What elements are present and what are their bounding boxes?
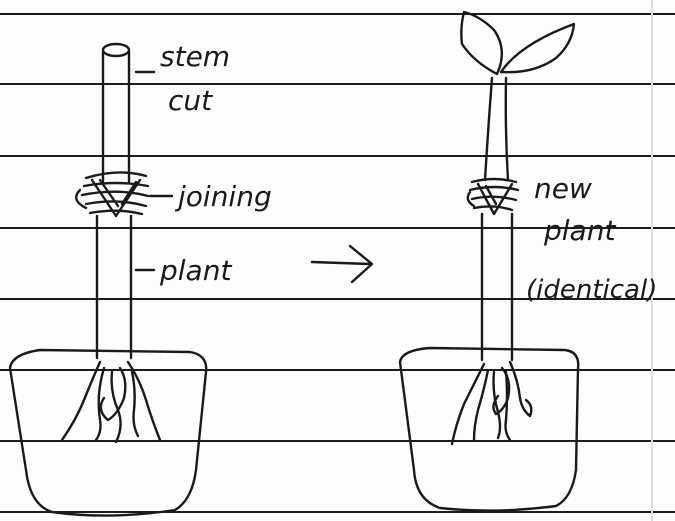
leader-lines: [136, 72, 172, 270]
plant-label: plant: [159, 254, 232, 287]
rootstock-stem-drawing: [97, 216, 131, 358]
cut-label: cut: [168, 84, 213, 117]
new-leaves-drawing: [461, 12, 574, 74]
left-pot-drawing: [10, 350, 206, 516]
left-roots-drawing: [62, 362, 160, 442]
transition-arrow: [312, 246, 372, 282]
joining-wrap-drawing: [76, 172, 148, 216]
plant-label-right: plant: [543, 214, 616, 247]
new-label: new: [534, 172, 592, 205]
stem-label: stem: [160, 40, 230, 73]
joining-label: joining: [174, 180, 272, 213]
right-roots-drawing: [452, 362, 531, 444]
right-plant-drawing: [400, 12, 578, 511]
new-joining-wrap-drawing: [468, 179, 518, 214]
stem-cut-drawing: [103, 44, 129, 182]
identical-label: (identical): [526, 275, 657, 305]
new-stem-drawing: [485, 78, 508, 180]
new-rootstock-stem-drawing: [482, 214, 512, 360]
right-pot-drawing: [400, 348, 578, 511]
